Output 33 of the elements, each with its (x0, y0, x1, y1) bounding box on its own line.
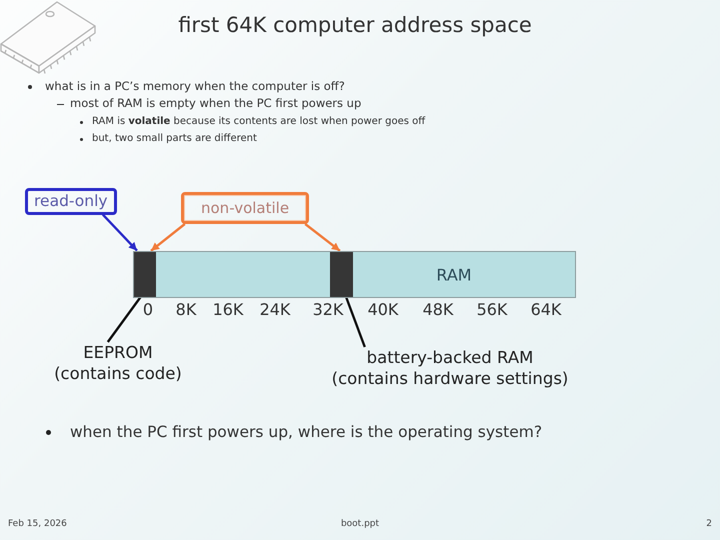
address-tick-label: 0 (142, 300, 154, 320)
footer-date: Feb 15, 2026 (8, 519, 67, 530)
arrow (150, 223, 186, 252)
caption-text: battery-backed RAM (366, 347, 534, 368)
address-tick-label: 24K (260, 300, 290, 320)
bullet-text: when the PC first powers up, where is the operating system? (44, 423, 542, 442)
slide-title: first 64K computer address space (178, 13, 532, 38)
memory-segment (134, 252, 156, 297)
address-tick-label: 32K (312, 300, 344, 320)
page-number: 2 (706, 519, 712, 530)
memory-bar (133, 251, 576, 298)
footer-filename: boot.ppt (340, 519, 380, 530)
address-tick-label: 56K (476, 300, 508, 320)
leader-line (344, 296, 366, 348)
arrow (304, 223, 341, 252)
leader-line (106, 296, 142, 343)
callout-box: read-only (25, 188, 117, 215)
bullet-text: RAM is volatile because its contents are lost when power goes off (79, 116, 426, 128)
arrow (102, 214, 138, 252)
callout-box: non-volatile (181, 192, 310, 224)
bullet-text: but, two small parts are different (79, 133, 257, 145)
bar-label: RAM (436, 265, 472, 284)
caption-text: (contains code) (54, 363, 182, 385)
address-tick-label: 64K (530, 300, 562, 320)
bullet-text: most of RAM is empty when the PC first powers up (57, 97, 362, 111)
caption-text: (contains hardware settings) (332, 368, 568, 390)
address-tick-label: 48K (422, 300, 454, 320)
caption-text: EEPROM (82, 342, 154, 364)
address-tick-label: 8K (176, 300, 196, 320)
address-tick-label: 16K (212, 300, 244, 320)
memory-segment (330, 252, 353, 297)
address-tick-label: 40K (368, 300, 398, 320)
bullet-text: what is in a PC’s memory when the computer is off? (26, 80, 345, 94)
